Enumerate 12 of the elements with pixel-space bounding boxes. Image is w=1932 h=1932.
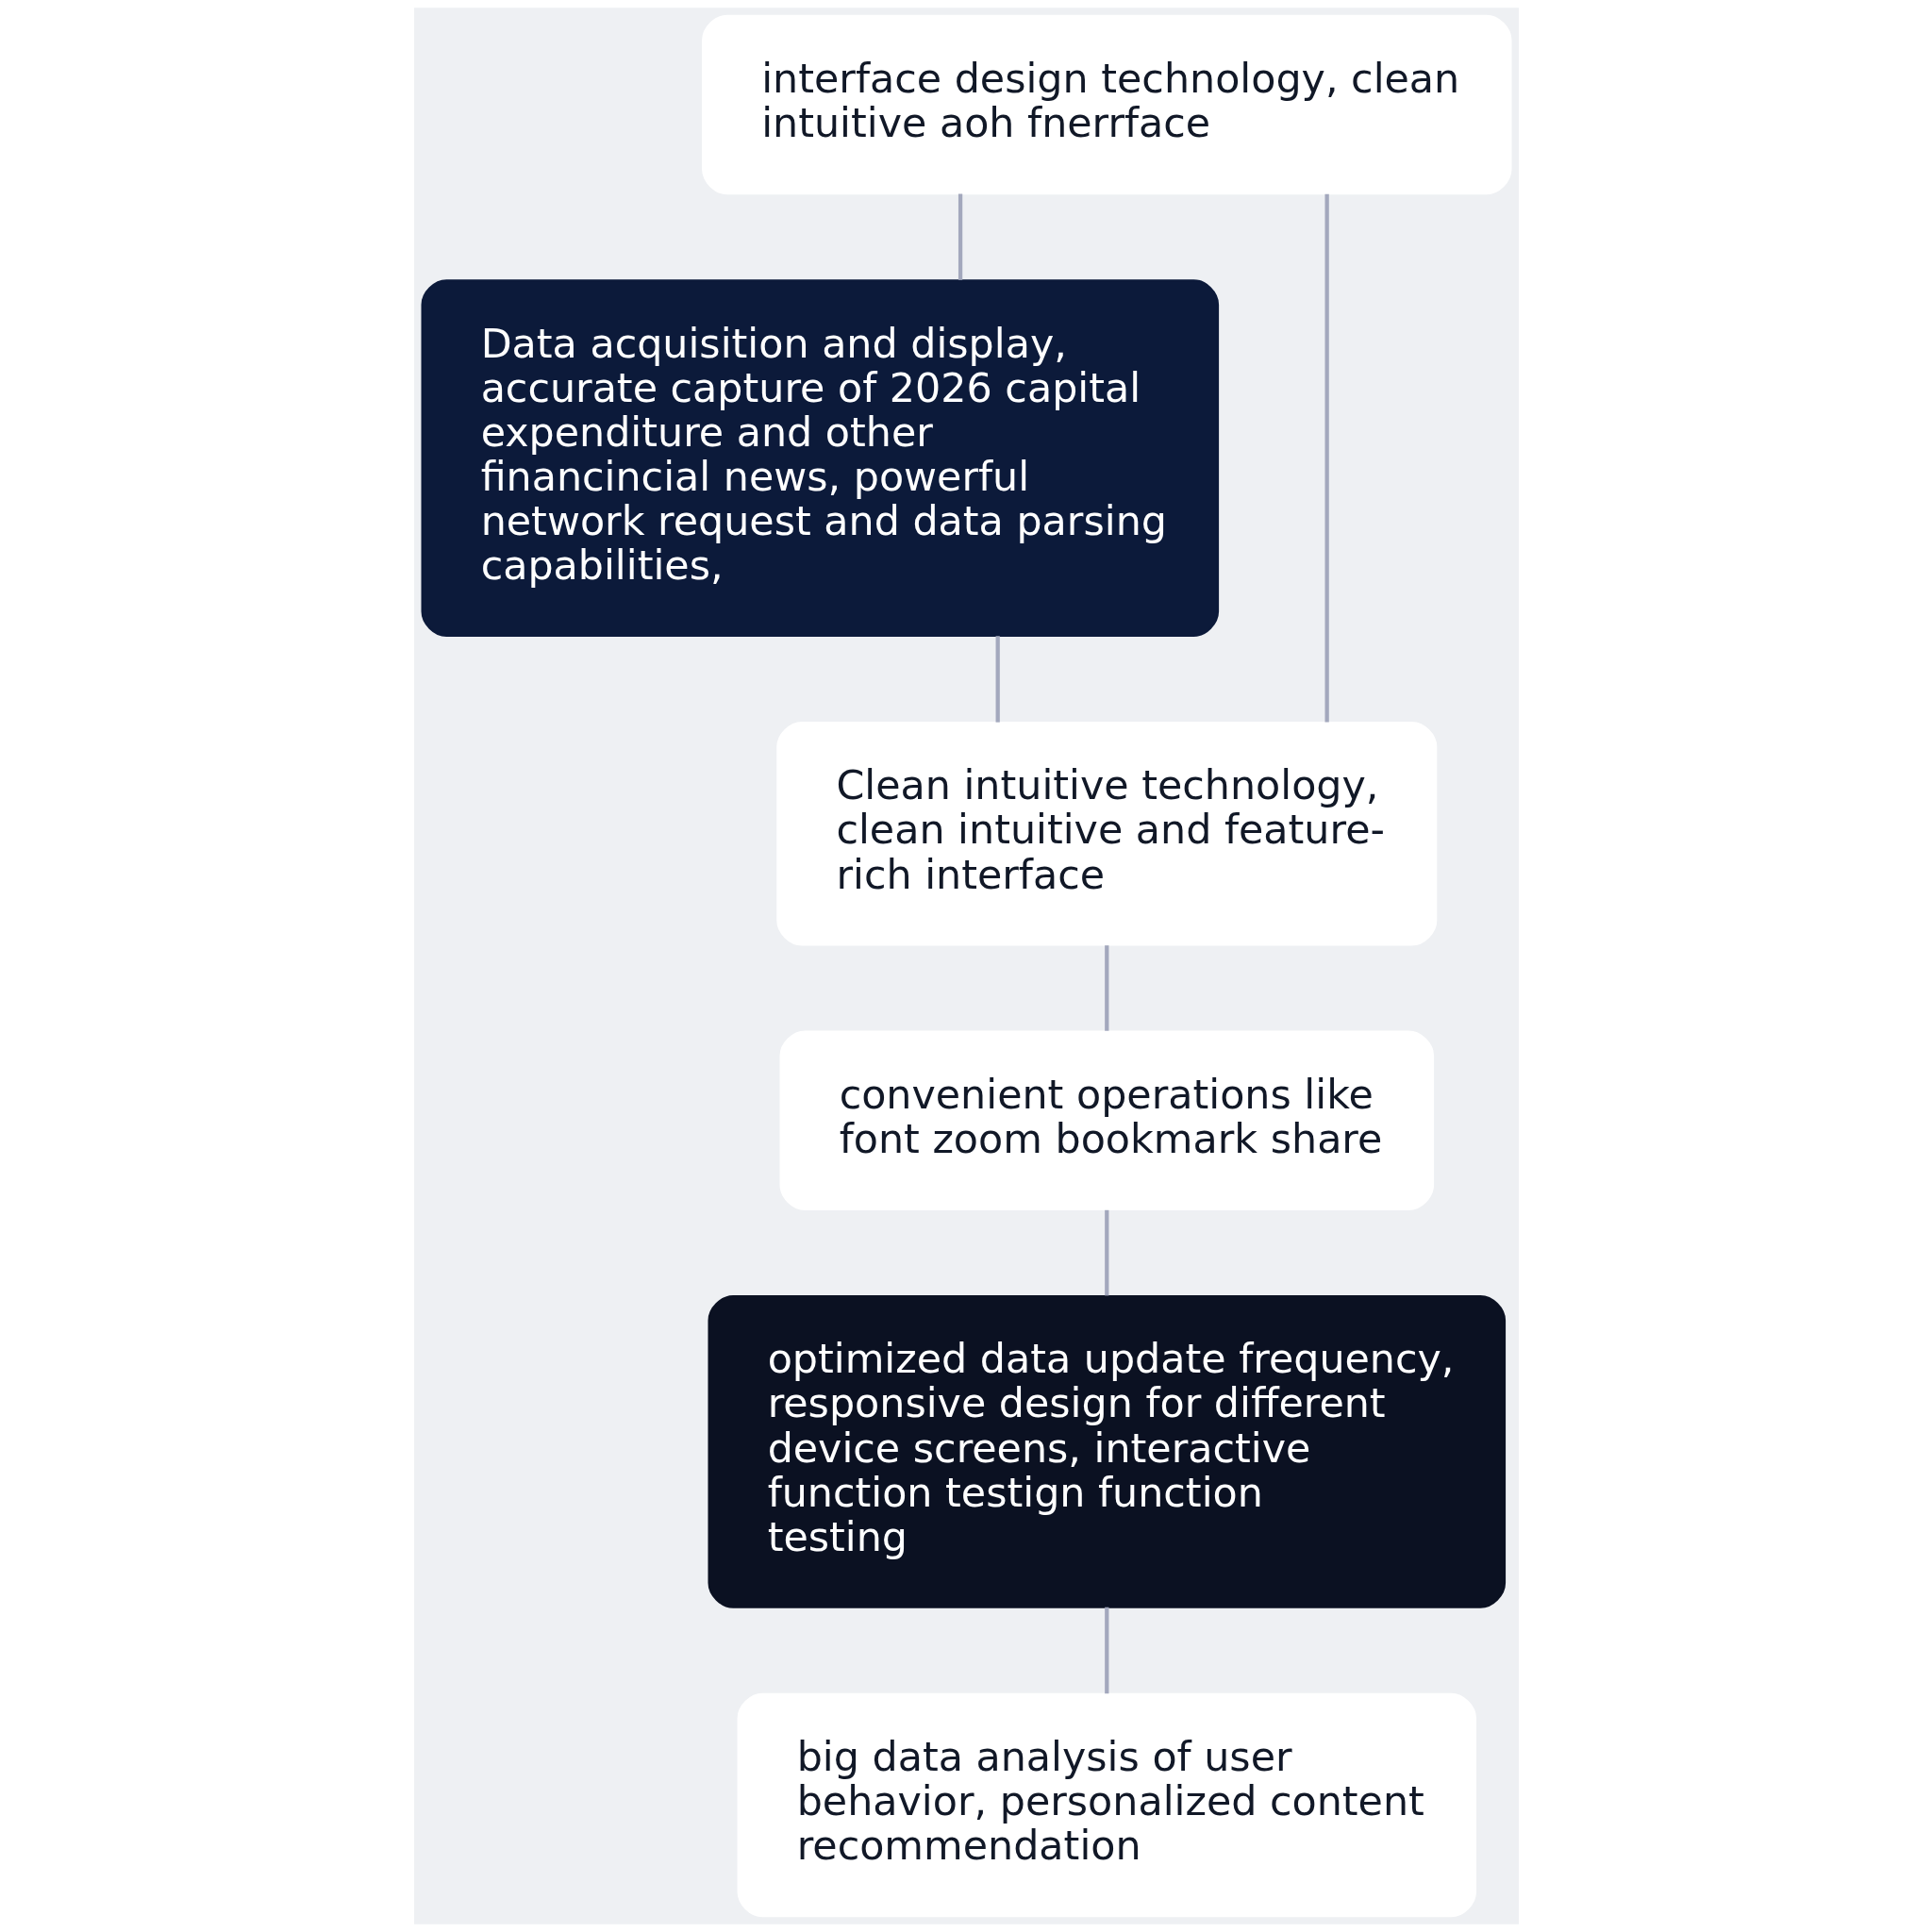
node-box: Data acquisition and display, accurate capture of 2026 capital expenditure and other financincial news, powerful network request and data parsing capabilities, xyxy=(421,279,1219,638)
connector xyxy=(1104,945,1108,1031)
node-box: convenient operations like font zoom bookmark share xyxy=(778,1030,1434,1211)
connector xyxy=(958,193,962,280)
node-box: big data analysis of user behavior, personalized content recommendation xyxy=(737,1692,1476,1918)
node-box: interface design technology, clean intuitive aoh fnerrface xyxy=(701,14,1511,195)
node-box: optimized data update frequency, responsive design for different device screens, interactive function testign function testing xyxy=(707,1294,1506,1608)
connector xyxy=(1104,1607,1108,1694)
connector xyxy=(1104,1209,1108,1296)
node-box: Clean intuitive technology, clean intuitive and feature-rich interface xyxy=(775,721,1437,946)
connector xyxy=(1324,193,1329,723)
connector xyxy=(995,636,1000,723)
